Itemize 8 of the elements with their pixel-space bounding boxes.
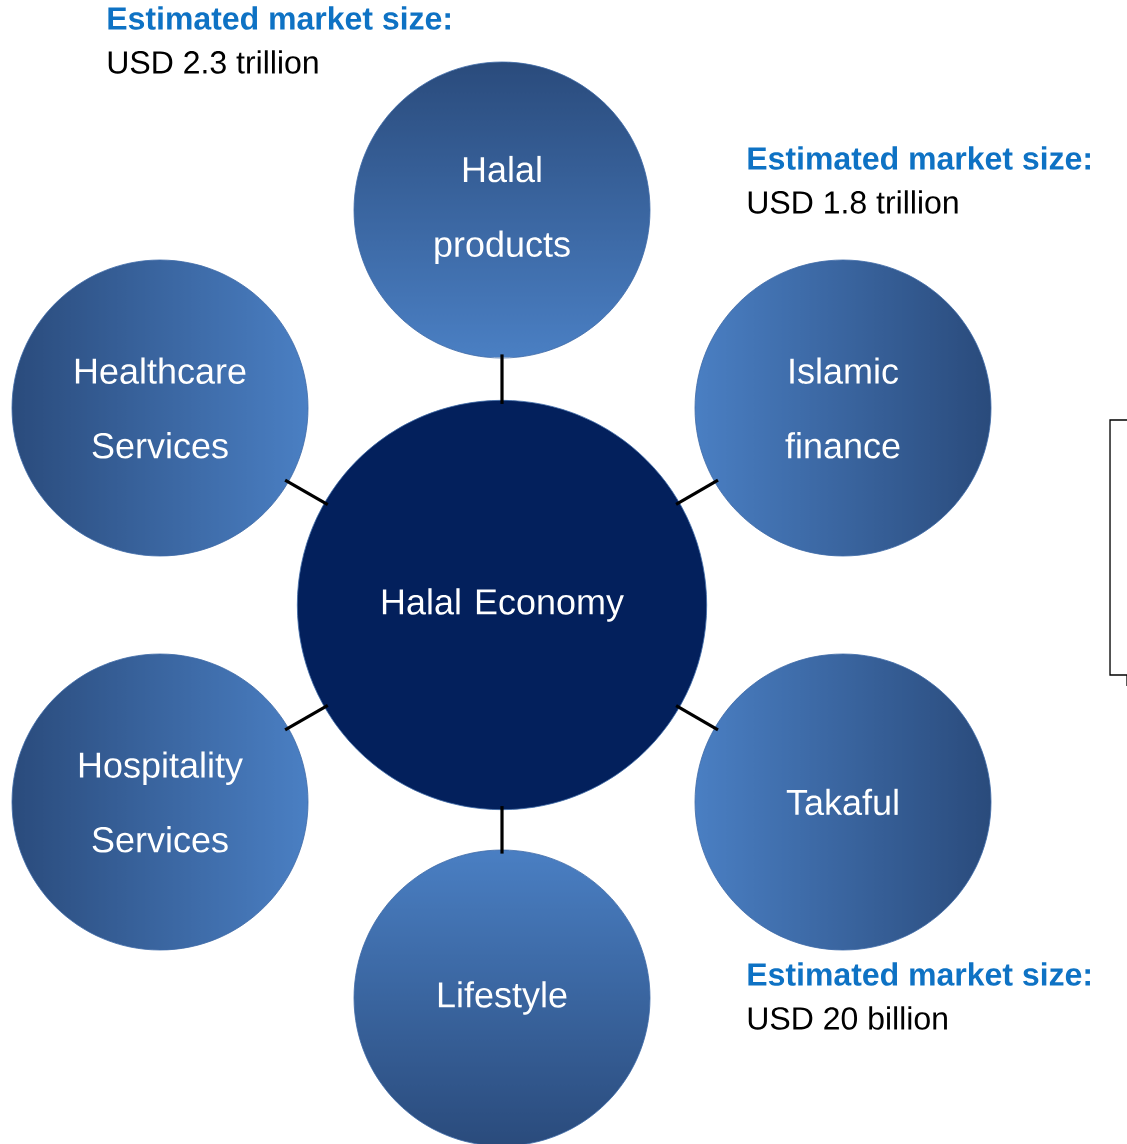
connector-line	[284, 703, 329, 732]
connector-line	[500, 806, 504, 854]
connector-line	[284, 478, 329, 507]
market-size-label: Estimated market size: USD 1.8 trillion	[748, 146, 1090, 214]
market-size-label: Estimated market size: USD 20 billion	[748, 962, 1090, 1030]
connector-line	[675, 704, 719, 732]
connector-line	[675, 478, 719, 506]
connector-line	[500, 354, 504, 404]
